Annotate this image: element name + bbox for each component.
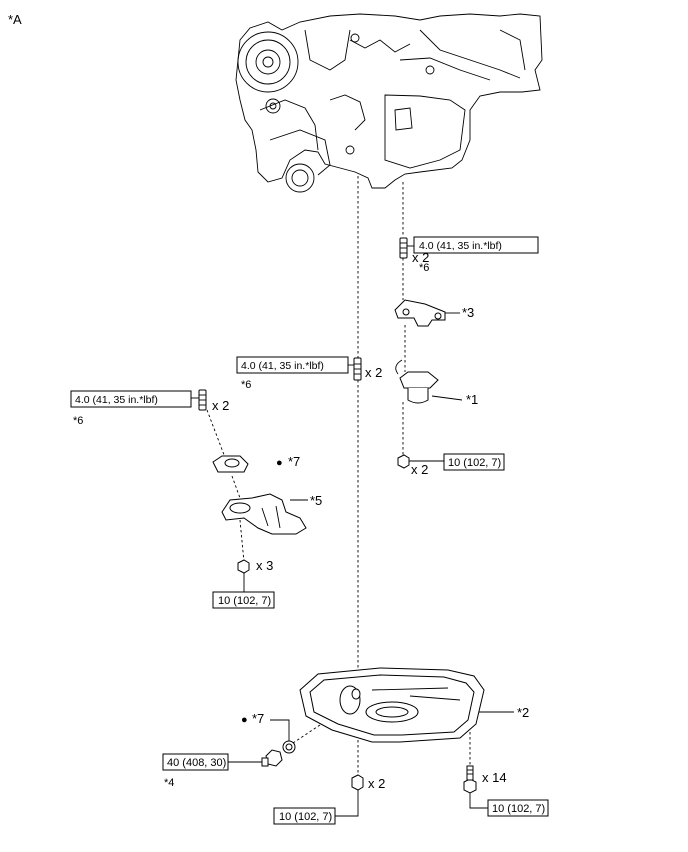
- qty-q1: x 2: [412, 250, 429, 265]
- stud-bolt-top-right[interactable]: [399, 237, 408, 259]
- torque-spec-t7: 10 (102, 7): [273, 807, 336, 825]
- torque-spec-t7-text: 10 (102, 7): [279, 811, 332, 823]
- callout-7-lower: *7: [252, 711, 264, 726]
- qty-q6: x 2: [368, 776, 385, 791]
- torque-spec-t2: 4.0 (41, 35 in.*lbf): [236, 356, 349, 374]
- callout-1: *1: [466, 392, 478, 407]
- nut-left[interactable]: [237, 559, 250, 574]
- qty-q7: x 14: [482, 770, 507, 785]
- callout-6-left: *6: [73, 415, 83, 427]
- bullet-7-upper: ●: [276, 457, 283, 469]
- qty-q5: x 3: [256, 558, 273, 573]
- part-7-gasket-upper[interactable]: [212, 455, 249, 473]
- part-1-sensor[interactable]: [395, 359, 439, 404]
- leader-lines: [191, 245, 514, 817]
- torque-spec-t4: 10 (102, 7): [443, 453, 505, 471]
- torque-spec-t1: 4.0 (41, 35 in.*lbf): [413, 236, 539, 254]
- nut-right[interactable]: [397, 454, 410, 469]
- stud-bolt-center[interactable]: [353, 357, 362, 381]
- view-marker: *A: [8, 12, 22, 27]
- torque-spec-t8-text: 10 (102, 7): [492, 803, 545, 815]
- torque-spec-t5: 10 (102, 7): [212, 591, 275, 609]
- part-3-bracket[interactable]: [394, 299, 446, 327]
- qty-q2: x 2: [365, 365, 382, 380]
- torque-spec-t2-text: 4.0 (41, 35 in.*lbf): [241, 360, 324, 372]
- callout-6-top: *6: [419, 262, 429, 274]
- bolt-bottom-right[interactable]: [463, 765, 477, 794]
- torque-spec-t5-text: 10 (102, 7): [218, 595, 271, 607]
- torque-spec-t3: 4.0 (41, 35 in.*lbf): [70, 390, 192, 408]
- engine-block-illustration: [235, 13, 543, 193]
- torque-spec-t6-text: 40 (408, 30): [167, 757, 226, 769]
- torque-spec-t6: 40 (408, 30): [162, 753, 229, 771]
- bullet-7-lower: ●: [241, 714, 248, 726]
- qty-q3: x 2: [212, 398, 229, 413]
- part-5-strainer[interactable]: [221, 493, 307, 535]
- part-4-drain-plug[interactable]: [261, 749, 283, 767]
- callout-5: *5: [310, 493, 322, 508]
- torque-spec-t8: 10 (102, 7): [487, 799, 549, 817]
- stud-bolt-left[interactable]: [198, 389, 207, 411]
- qty-q4: x 2: [411, 462, 428, 477]
- part-2-oil-pan[interactable]: [299, 667, 485, 743]
- callout-4: *4: [164, 777, 174, 789]
- torque-spec-t1-text: 4.0 (41, 35 in.*lbf): [419, 240, 502, 252]
- callout-7-upper: *7: [288, 454, 300, 469]
- torque-spec-t3-text: 4.0 (41, 35 in.*lbf): [75, 394, 158, 406]
- nut-bottom-center[interactable]: [351, 774, 364, 791]
- callout-6-center: *6: [241, 379, 251, 391]
- part-7-gasket-lower[interactable]: [282, 740, 296, 754]
- callout-2: *2: [517, 705, 529, 720]
- torque-spec-t4-text: 10 (102, 7): [448, 457, 501, 469]
- callout-3: *3: [462, 305, 474, 320]
